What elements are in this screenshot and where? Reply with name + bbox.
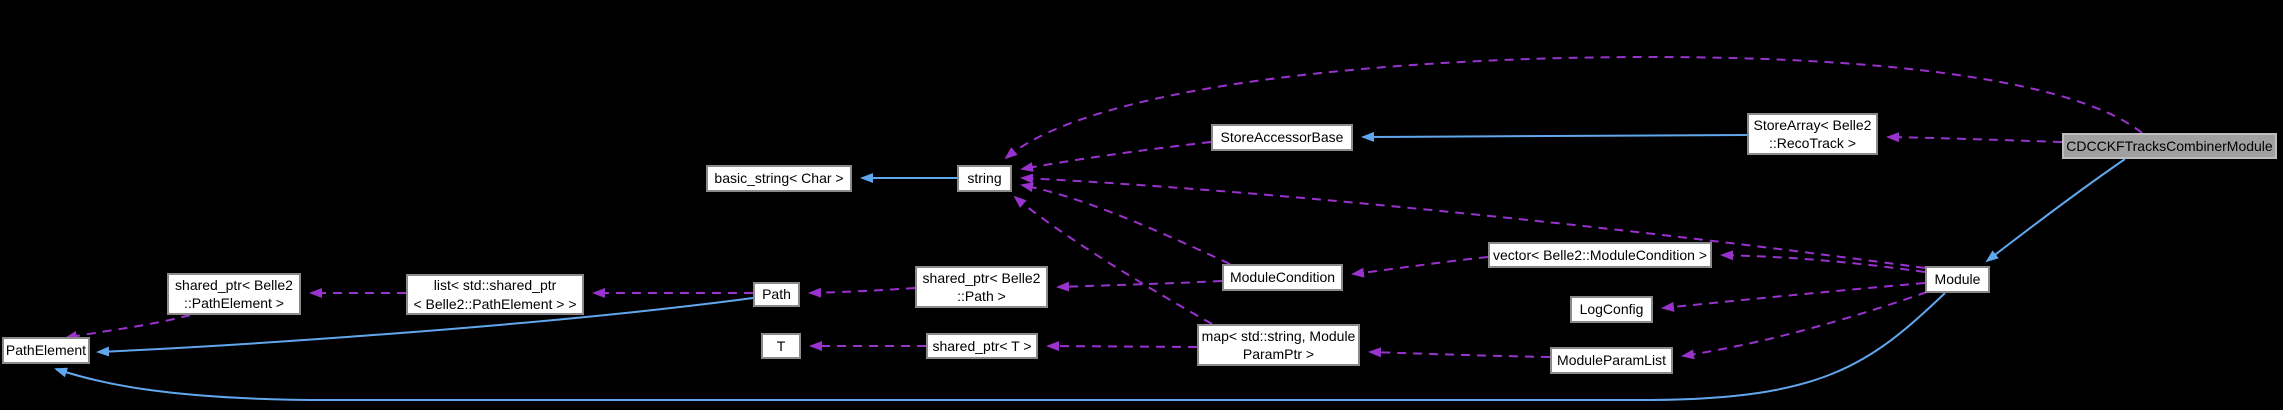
node-t[interactable]: T bbox=[761, 333, 801, 359]
edge-cdcckf-to-string bbox=[1004, 55, 2143, 160]
node-string[interactable]: string bbox=[957, 165, 1012, 192]
node-basic-string[interactable]: basic_string< Char > bbox=[706, 165, 852, 192]
node-map-moduleparamptr[interactable]: map< std::string, Module ParamPtr > bbox=[1197, 324, 1360, 366]
node-list-shared-ptr-pathelement[interactable]: list< std::shared_ptr < Belle2::PathElem… bbox=[406, 274, 584, 315]
edge-module-to-string bbox=[1020, 173, 1926, 269]
edge-cdcckf-to-module bbox=[1985, 158, 2126, 263]
node-cdcckftrackscombinermodule[interactable]: CDCCKFTracksCombinerModule bbox=[2062, 133, 2277, 159]
node-shared-ptr-path[interactable]: shared_ptr< Belle2 ::Path > bbox=[915, 266, 1048, 308]
node-path[interactable]: Path bbox=[753, 282, 800, 307]
node-storeaccessorbase[interactable]: StoreAccessorBase bbox=[1211, 124, 1353, 151]
edge-storeaccessorbase-to-string bbox=[1020, 141, 1212, 172]
edge-cdcckf-to-storearray bbox=[1886, 132, 2063, 143]
node-storearray-recotrack[interactable]: StoreArray< Belle2 ::RecoTrack > bbox=[1747, 113, 1878, 155]
edge-map-to-shared-ptr-t bbox=[1046, 341, 1198, 352]
edge-shared-ptr-pathelement-to-pathelement bbox=[64, 314, 191, 341]
node-module[interactable]: Module bbox=[1925, 266, 1990, 293]
edge-modulecondition-to-shared-ptr-path bbox=[1056, 280, 1223, 292]
node-moduleparamlist[interactable]: ModuleParamList bbox=[1550, 347, 1673, 374]
edge-shared-ptr-path-to-path bbox=[808, 287, 916, 298]
node-pathelement[interactable]: PathElement bbox=[2, 337, 90, 364]
node-shared-ptr-t[interactable]: shared_ptr< T > bbox=[926, 333, 1038, 359]
edge-module-to-logconfig bbox=[1661, 282, 1926, 312]
edge-modulecondition-to-string bbox=[1020, 182, 1231, 265]
edge-module-to-pathelement bbox=[54, 292, 1946, 401]
edge-map-to-string bbox=[1013, 195, 1213, 325]
node-shared-ptr-pathelement[interactable]: shared_ptr< Belle2 ::PathElement > bbox=[167, 273, 301, 315]
node-vector-modulecondition[interactable]: vector< Belle2::ModuleCondition > bbox=[1488, 242, 1712, 268]
edge-module-to-moduleparamlist bbox=[1681, 291, 1928, 360]
edge-moduleparamlist-to-map bbox=[1368, 347, 1551, 358]
node-modulecondition[interactable]: ModuleCondition bbox=[1222, 264, 1343, 291]
edge-path-to-pathelement bbox=[96, 297, 754, 357]
edge-storearray-to-storeaccessorbase bbox=[1361, 131, 1748, 142]
edge-vector-to-modulecondition bbox=[1351, 256, 1489, 278]
node-logconfig[interactable]: LogConfig bbox=[1570, 296, 1653, 323]
edge-module-to-vector bbox=[1720, 250, 1926, 273]
